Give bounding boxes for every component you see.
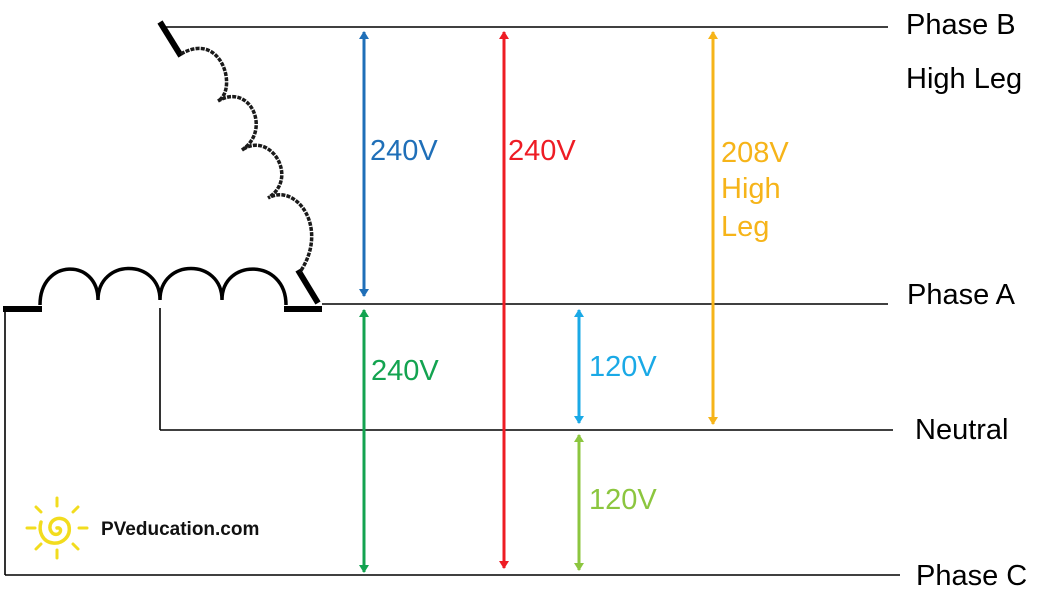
label-high-leg-word2: Leg	[721, 211, 769, 243]
label-high-leg-word1: High	[721, 173, 781, 205]
label-neutral: Neutral	[915, 414, 1009, 446]
logo-text: PVeducation.com	[101, 519, 259, 540]
label-neutral-to-c: 120V	[589, 484, 657, 516]
label-high-leg-value: 208V	[721, 137, 789, 169]
label-b-to-a: 240V	[370, 135, 438, 167]
sun-spiral-icon	[25, 496, 89, 560]
slanted-winding	[157, 20, 321, 305]
label-a-to-neutral: 120V	[589, 351, 657, 383]
label-phase-b: Phase B	[906, 9, 1016, 41]
label-phase-a: Phase A	[907, 279, 1016, 311]
label-high-leg: High Leg	[906, 63, 1022, 95]
label-phase-c: Phase C	[916, 560, 1027, 592]
horizontal-winding	[3, 266, 322, 312]
label-a-to-c: 240V	[371, 355, 439, 387]
label-b-to-c: 240V	[508, 135, 576, 167]
